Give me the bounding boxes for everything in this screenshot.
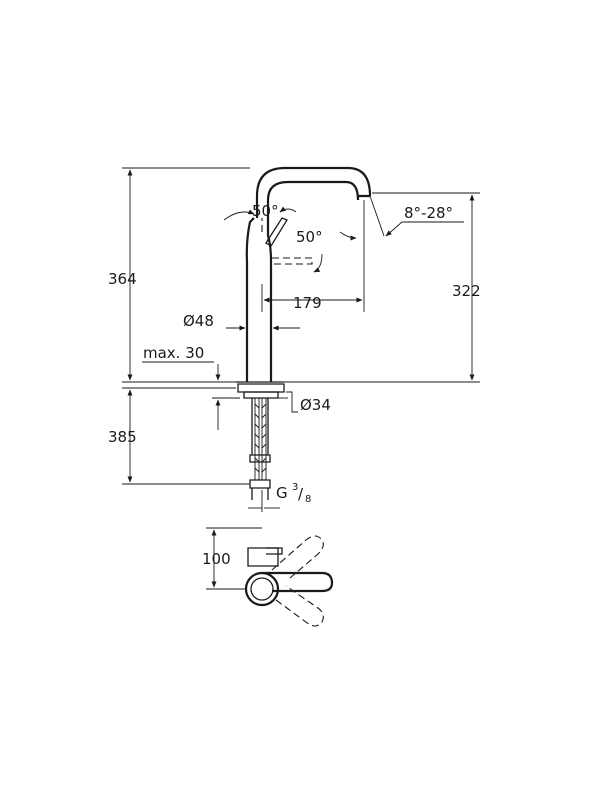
dim-connection-denominator: 8 — [305, 494, 311, 505]
dim-below-deck — [122, 387, 250, 485]
dim-lever-angle-front-label: 50° — [252, 202, 279, 220]
faucet-body — [236, 166, 372, 383]
dim-spout-height — [284, 192, 480, 383]
top-view — [208, 527, 334, 627]
dim-below-deck-label: 385 — [108, 428, 137, 446]
dim-total-height-label: 364 — [108, 270, 137, 288]
dim-lever-clearance-label: 100 — [202, 550, 231, 568]
dim-spout-angle-label: 8°-28° — [404, 204, 453, 222]
dim-spout-reach-label: 179 — [293, 294, 322, 312]
dim-body-diameter-label: Ø48 — [183, 312, 214, 330]
dim-connection-slash: / — [298, 485, 304, 503]
dim-lever-clearance — [206, 527, 262, 590]
dim-spout-angle — [339, 195, 464, 241]
dim-connection-numerator: 3 — [292, 482, 298, 493]
dim-connection — [248, 490, 280, 512]
dim-connection-prefix: G — [276, 484, 288, 502]
dim-lever-angle-side-label: 50° — [296, 228, 323, 246]
dim-spout-reach — [261, 200, 365, 312]
dim-max-deck — [142, 361, 240, 430]
dim-spout-height-label: 322 — [452, 282, 481, 300]
mounting-assembly — [237, 383, 285, 500]
dim-total-height — [122, 167, 250, 383]
dim-max-deck-label: max. 30 — [143, 344, 204, 362]
dim-lever-angle-front — [223, 206, 297, 221]
dim-shank-diameter-label: Ø34 — [300, 396, 331, 414]
lever-rotated-outline — [272, 257, 313, 265]
dim-lever-angle-side — [313, 253, 323, 273]
dim-shank-diameter — [278, 391, 298, 413]
